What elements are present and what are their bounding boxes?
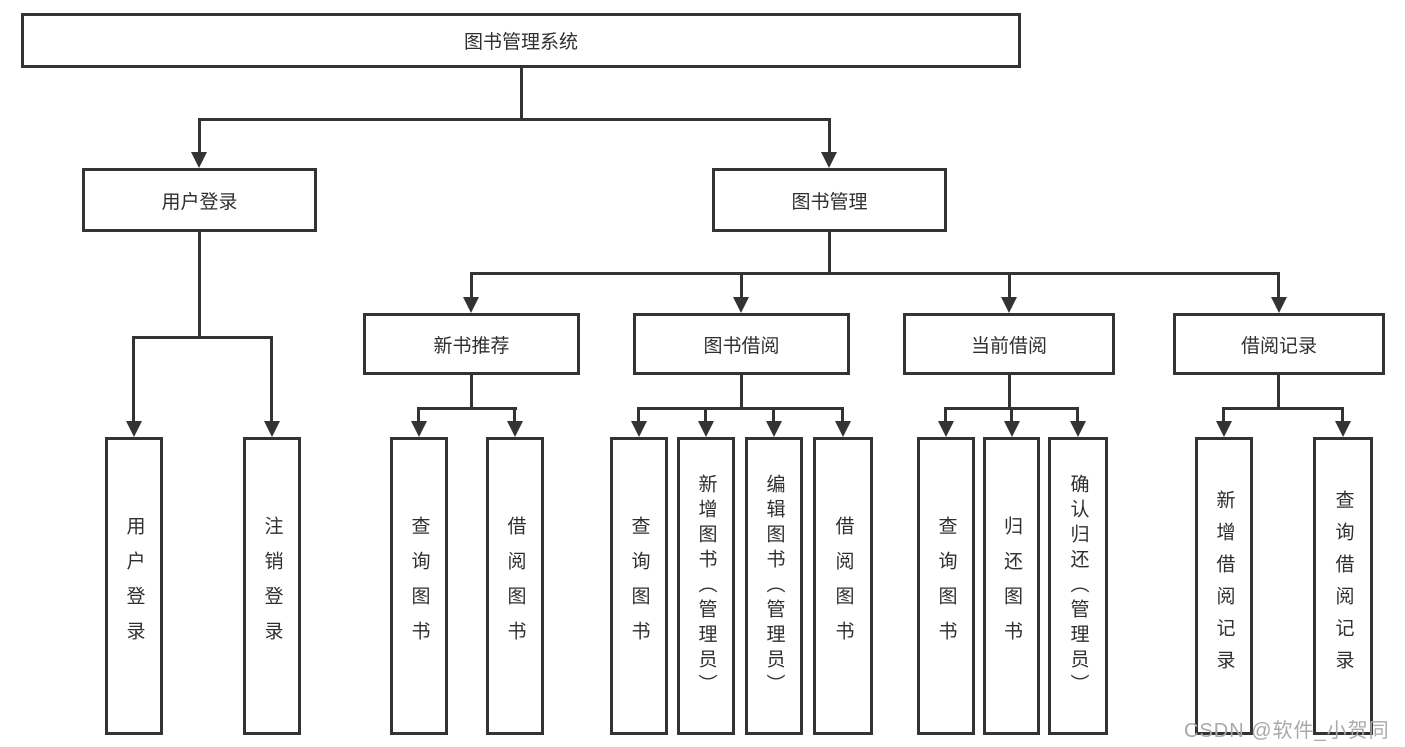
connector-line [417, 407, 517, 410]
connector-line [1341, 407, 1344, 423]
arrowhead-icon [1271, 297, 1287, 313]
leaf-add-borrow-record: 新增借阅记录 [1195, 437, 1253, 735]
connector-line [417, 407, 420, 423]
arrowhead-icon [835, 421, 851, 437]
arrowhead-icon [1216, 421, 1232, 437]
connector-line [1277, 375, 1280, 407]
node-current-borrowing: 当前借阅 [903, 313, 1115, 375]
leaf-query-books-borrow: 查询图书 [610, 437, 668, 735]
arrowhead-icon [938, 421, 954, 437]
arrowhead-icon [698, 421, 714, 437]
connector-line [828, 232, 831, 272]
connector-line [828, 118, 831, 156]
connector-line [944, 407, 947, 423]
arrowhead-icon [733, 297, 749, 313]
connector-line [772, 407, 775, 423]
connector-line [198, 118, 201, 156]
connector-line [637, 407, 640, 423]
arrowhead-icon [126, 421, 142, 437]
arrowhead-icon [631, 421, 647, 437]
leaf-logout: 注销登录 [243, 437, 301, 735]
connector-line [740, 375, 743, 407]
arrowhead-icon [1070, 421, 1086, 437]
connector-line [132, 336, 273, 339]
node-borrowing-records: 借阅记录 [1173, 313, 1385, 375]
connector-line [513, 407, 516, 423]
connector-line [1008, 375, 1011, 407]
leaf-query-books-recommend: 查询图书 [390, 437, 448, 735]
arrowhead-icon [507, 421, 523, 437]
node-user-login: 用户登录 [82, 168, 317, 232]
leaf-confirm-return-admin: 确认归还（管理员） [1048, 437, 1108, 735]
arrowhead-icon [191, 152, 207, 168]
arrowhead-icon [1335, 421, 1351, 437]
connector-line [198, 232, 201, 336]
node-root: 图书管理系统 [21, 13, 1021, 68]
connector-line [1010, 407, 1013, 423]
connector-line [637, 407, 844, 410]
connector-line [270, 336, 273, 424]
leaf-edit-book-admin: 编辑图书（管理员） [745, 437, 803, 735]
connector-line [1222, 407, 1225, 423]
arrowhead-icon [1004, 421, 1020, 437]
arrowhead-icon [411, 421, 427, 437]
arrowhead-icon [766, 421, 782, 437]
connector-line [132, 336, 135, 424]
node-book-management: 图书管理 [712, 168, 947, 232]
leaf-borrow-books-recommend: 借阅图书 [486, 437, 544, 735]
connector-line [1277, 272, 1280, 299]
leaf-add-book-admin: 新增图书（管理员） [677, 437, 735, 735]
node-new-book-recommend: 新书推荐 [363, 313, 580, 375]
connector-line [841, 407, 844, 423]
leaf-return-book: 归还图书 [983, 437, 1040, 735]
connector-line [704, 407, 707, 423]
arrowhead-icon [463, 297, 479, 313]
connector-line [520, 68, 523, 120]
connector-line [740, 272, 743, 299]
leaf-query-borrow-record: 查询借阅记录 [1313, 437, 1373, 735]
arrowhead-icon [1001, 297, 1017, 313]
leaf-user-login: 用户登录 [105, 437, 163, 735]
connector-line [1222, 407, 1344, 410]
csdn-watermark: CSDN @软件_小贺同学 [1184, 720, 1390, 742]
arrowhead-icon [264, 421, 280, 437]
arrowhead-icon [821, 152, 837, 168]
connector-line [470, 272, 473, 299]
node-book-borrowing: 图书借阅 [633, 313, 850, 375]
connector-line [1076, 407, 1079, 423]
connector-line [470, 272, 1280, 275]
leaf-borrow-books: 借阅图书 [813, 437, 873, 735]
connector-line [470, 375, 473, 407]
leaf-query-books-current: 查询图书 [917, 437, 975, 735]
connector-line [1008, 272, 1011, 299]
connector-line [198, 118, 831, 121]
